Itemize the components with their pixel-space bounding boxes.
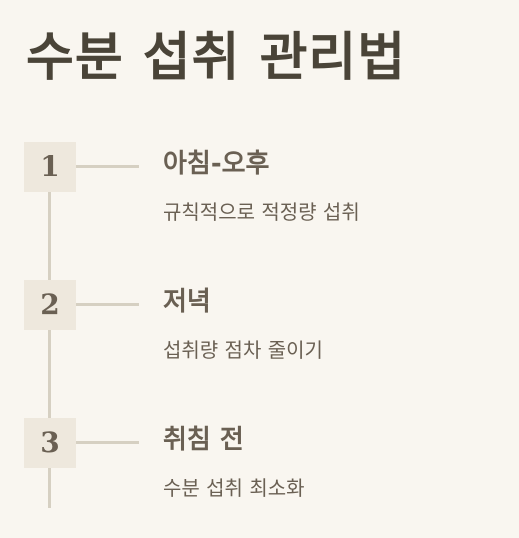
step-description: 섭취량 점차 줄이기 [163, 338, 323, 362]
step-title: 아침-오후 [163, 149, 270, 179]
step-number-badge: 3 [24, 418, 76, 468]
step-connector [76, 165, 139, 168]
step-number-badge: 2 [24, 280, 76, 330]
step-connector [76, 303, 139, 306]
step-title: 저녁 [163, 287, 211, 317]
step-description: 수분 섭취 최소화 [163, 476, 305, 500]
timeline-step-3: 3 취침 전 수분 섭취 최소화 [0, 418, 519, 538]
step-description: 규칙적으로 적정량 섭취 [163, 200, 360, 224]
page-title: 수분 섭취 관리법 [26, 28, 407, 88]
step-number-badge: 1 [24, 142, 76, 192]
timeline-line [48, 160, 51, 508]
step-connector [76, 441, 139, 444]
step-title: 취침 전 [163, 425, 244, 455]
timeline-step-1: 1 아침-오후 규칙적으로 적정량 섭취 [0, 142, 519, 262]
timeline-step-2: 2 저녁 섭취량 점차 줄이기 [0, 280, 519, 400]
